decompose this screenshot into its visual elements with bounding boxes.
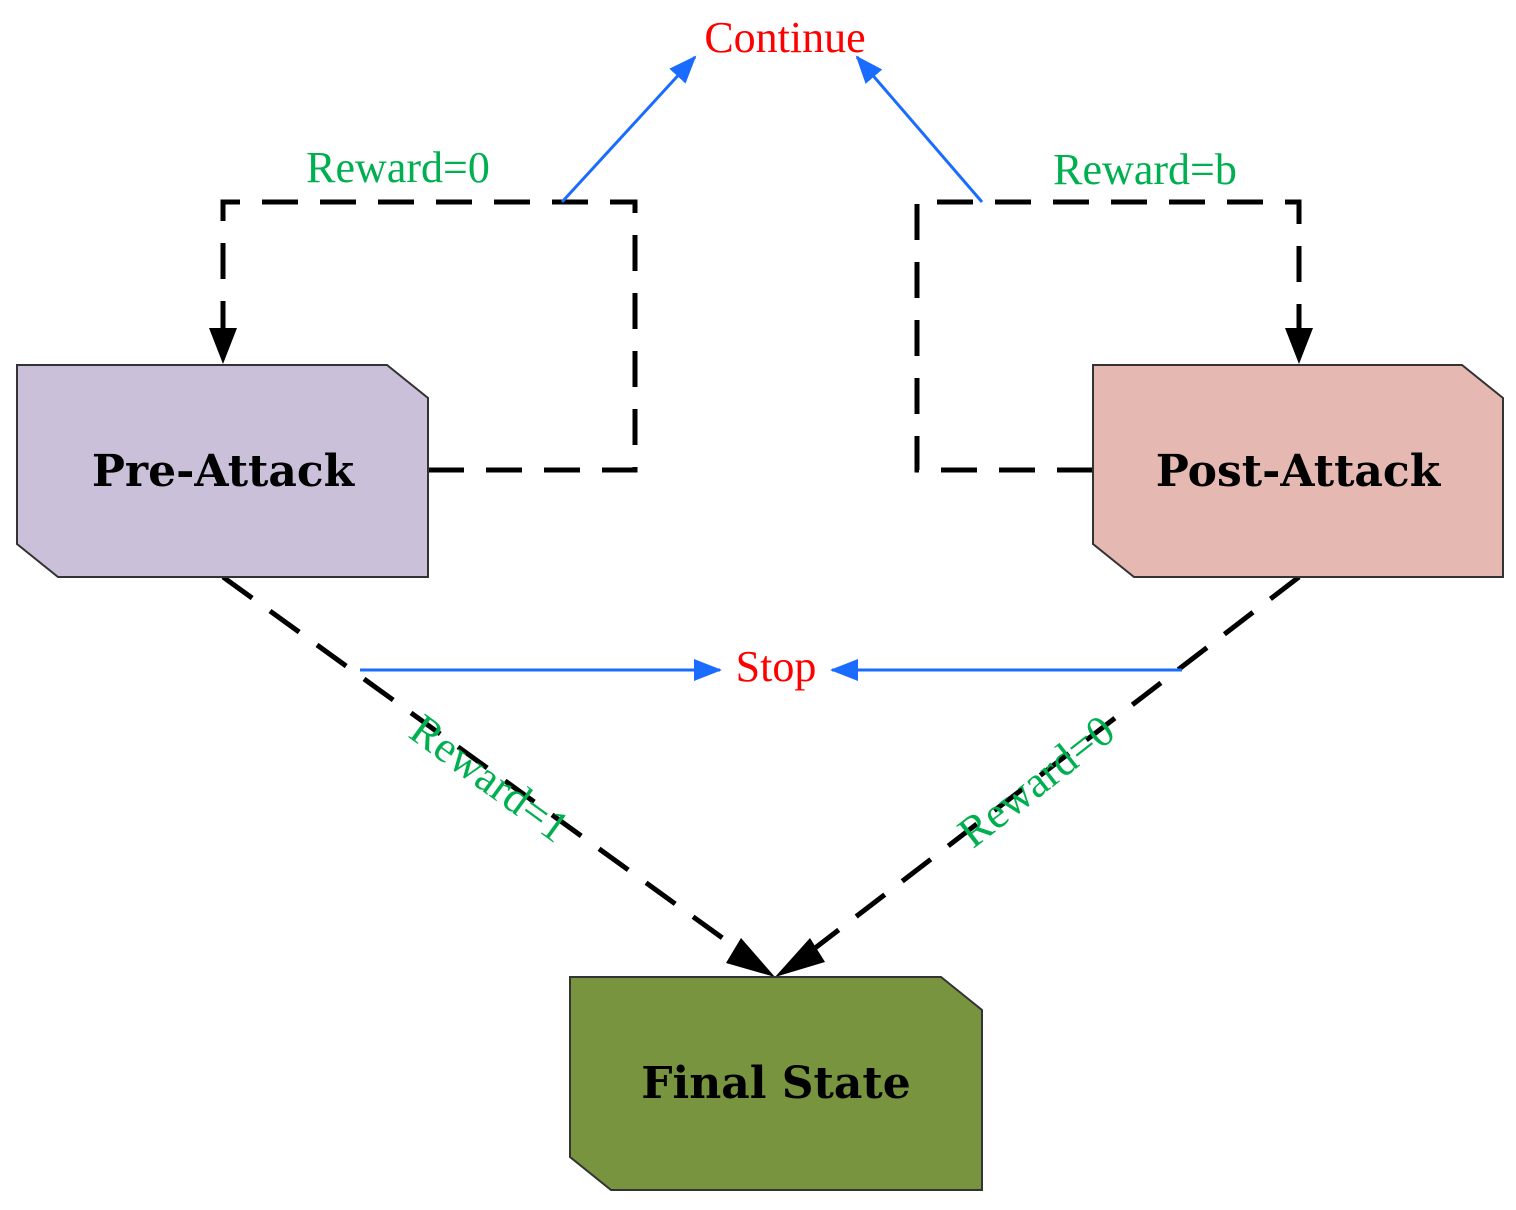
- reward-pre-continue-label: Reward=0: [306, 143, 490, 192]
- continue-label: Continue: [704, 13, 865, 62]
- pre-attack-node: Pre-Attack: [16, 364, 429, 578]
- post-to-final-arrowhead: [775, 938, 825, 977]
- pre-attack-loop-arrowhead: [209, 328, 237, 364]
- post-attack-shape: [1092, 364, 1504, 578]
- post-attack-loop-arrowhead: [1285, 328, 1313, 364]
- continue-arrow-left: [560, 55, 697, 204]
- post-attack-node: Post-Attack: [1092, 364, 1504, 578]
- continue-arrow-right: [855, 55, 984, 203]
- reward-pre-stop-label: Reward=1: [401, 705, 578, 853]
- pre-to-final-arrowhead: [726, 938, 775, 977]
- post-attack-loop-edge: [914, 199, 1302, 473]
- pre-attack-label: Pre-Attack: [92, 446, 356, 497]
- pre-to-final-edge: [221, 574, 748, 958]
- reward-post-continue-label: Reward=b: [1053, 145, 1237, 194]
- reward-post-stop-label: Reward=0: [949, 706, 1124, 858]
- final-state-shape: [569, 976, 983, 1191]
- pre-attack-loop-edge: [220, 199, 638, 473]
- pre-attack-shape: [16, 364, 429, 578]
- stop-label: Stop: [736, 642, 817, 691]
- post-to-final-edge: [804, 575, 1301, 957]
- final-state-node: Final State: [569, 976, 983, 1191]
- final-state-label: Final State: [641, 1058, 910, 1109]
- post-attack-label: Post-Attack: [1156, 446, 1442, 497]
